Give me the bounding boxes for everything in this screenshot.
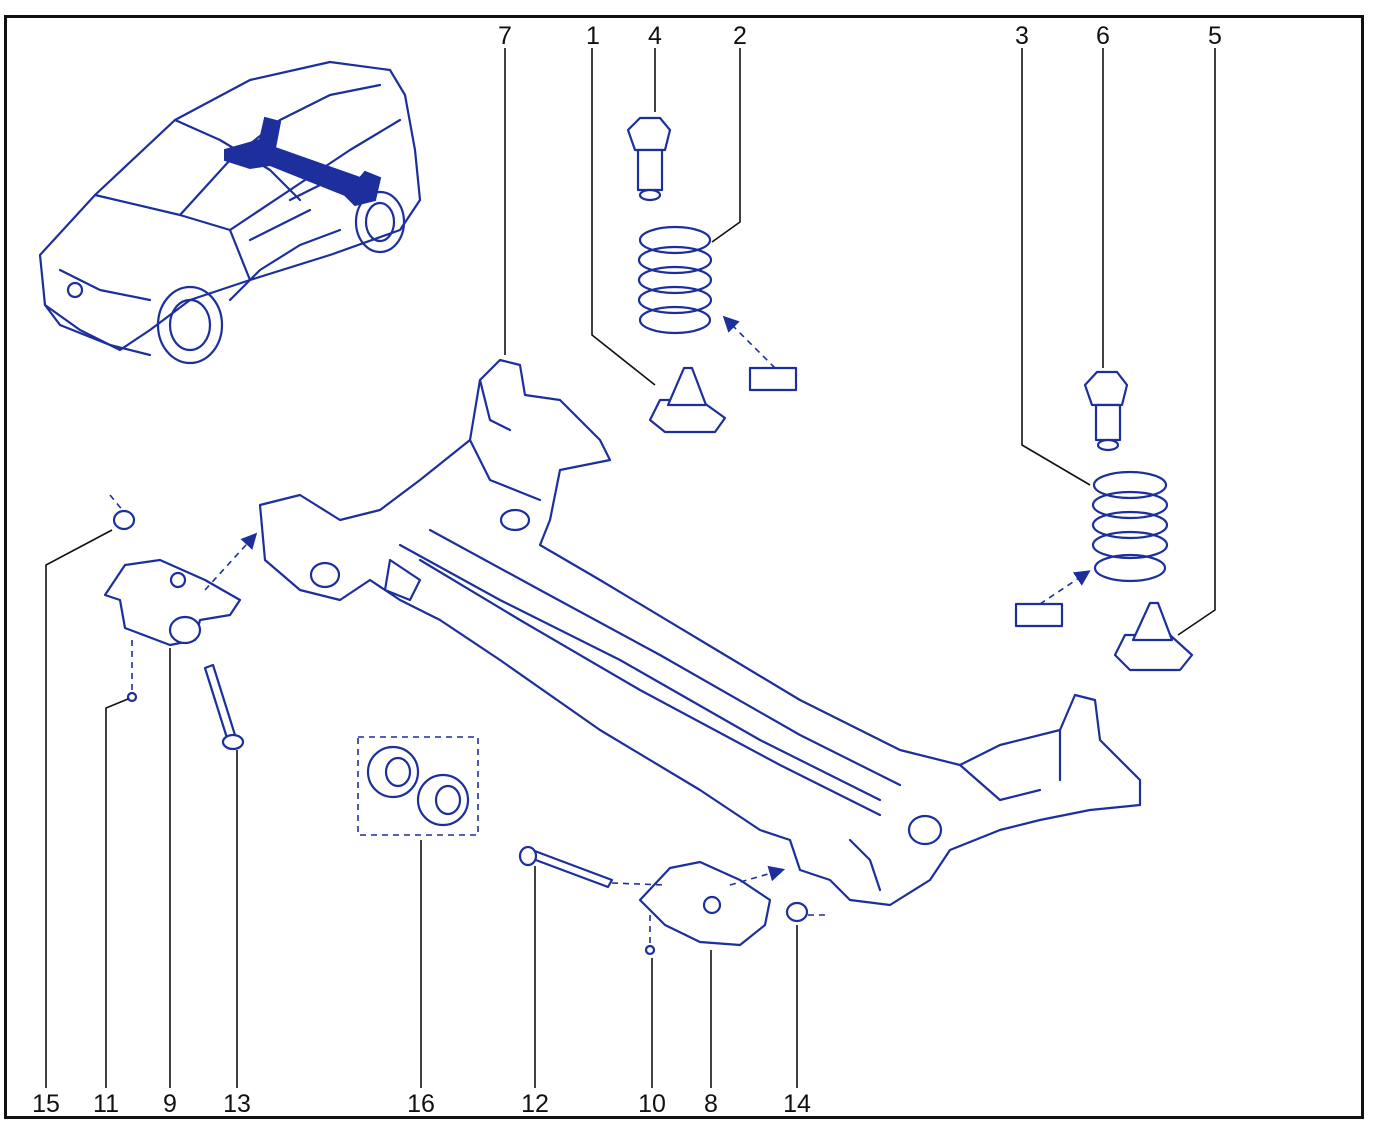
callout-7: 7 [498,22,512,50]
bolt-12 [523,848,614,889]
bump-stop-1 [648,366,727,434]
callout-16: 16 [407,1090,435,1118]
callout-13: 13 [223,1090,251,1118]
callout-5: 5 [1208,22,1222,50]
callout-leaders [45,48,1216,1088]
vehicle-locator-illustration [38,60,422,365]
nut-14 [785,901,809,923]
screw-11 [126,691,138,703]
callout-15: 15 [32,1090,60,1118]
bolt-13 [203,663,237,740]
callout-10: 10 [638,1090,666,1118]
rear-axle-beam [258,358,1142,907]
spring-insulator-6 [1083,370,1129,452]
callout-14: 14 [783,1090,811,1118]
callout-1: 1 [586,22,600,50]
nut-15 [112,509,136,531]
callout-2: 2 [733,22,747,50]
callout-8: 8 [704,1090,718,1118]
bracket-9 [103,558,242,647]
spring-insulator-4 [626,116,672,202]
callout-12: 12 [521,1090,549,1118]
coil-spring-3 [1091,470,1169,583]
bushings-16 [357,736,479,836]
callout-6: 6 [1096,22,1110,50]
marking-symbol-right [1014,602,1064,628]
callout-9: 9 [163,1090,177,1118]
screw-10 [644,944,656,956]
callout-4: 4 [648,22,662,50]
callout-11: 11 [93,1090,119,1118]
bump-stop-5 [1113,601,1194,672]
coil-spring-2 [637,225,713,335]
marking-symbol-left [748,366,798,392]
bracket-8 [638,860,772,947]
callout-3: 3 [1015,22,1029,50]
